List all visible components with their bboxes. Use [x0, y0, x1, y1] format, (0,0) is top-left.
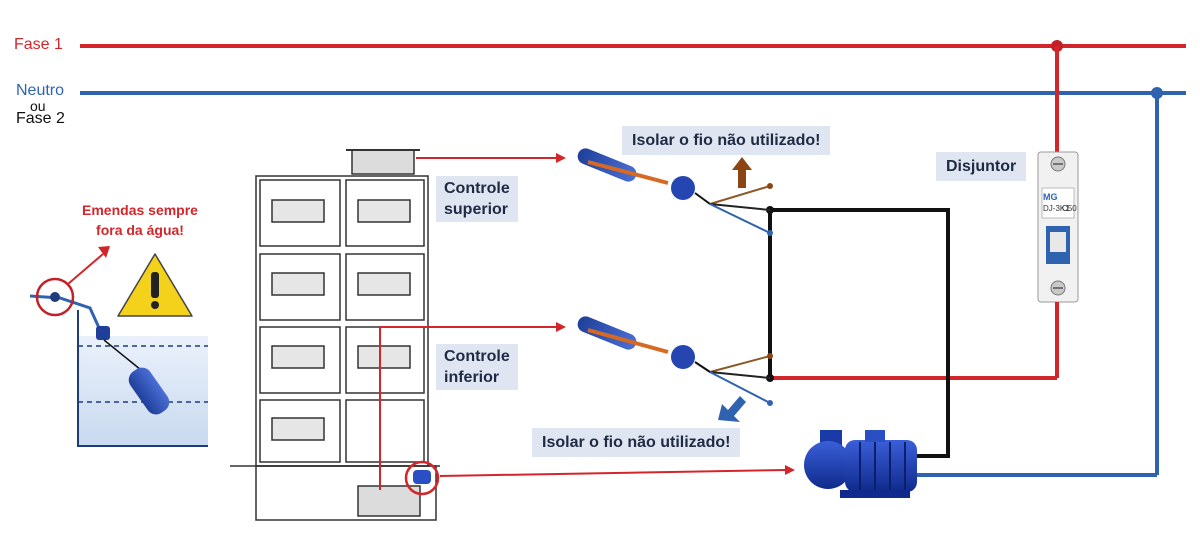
water-pump: [804, 430, 917, 498]
splice-callout-arrowhead: [98, 246, 110, 258]
breaker-rating: C50: [1062, 204, 1077, 213]
fase1-label: Fase 1: [14, 36, 63, 53]
warning-line2: fora da água!: [96, 222, 184, 238]
controle-inferior-label: Controle inferior: [436, 344, 518, 390]
controle-inferior-line1: Controle: [444, 348, 510, 365]
controle-inferior-line2: inferior: [444, 369, 500, 386]
lower-float-switch: [577, 316, 773, 406]
pump-highlight-circle: [404, 460, 440, 496]
brown-arrow-icon: [732, 157, 752, 188]
splice-callout-line: [67, 253, 104, 285]
breaker-brand: MG: [1043, 192, 1058, 202]
controle-superior-line1: Controle: [444, 180, 510, 197]
upper-float-switch: [577, 148, 773, 236]
isolar-bottom-label: Isolar o fio não utilizado!: [532, 428, 741, 457]
breaker-model: DJ-3K1: [1043, 204, 1070, 213]
mini-pump-icon: [413, 470, 431, 484]
building: [230, 175, 440, 521]
fase2-label: Fase 2: [16, 110, 65, 127]
disjuntor-label: Disjuntor: [936, 152, 1027, 181]
isolar-top-label: Isolar o fio não utilizado!: [622, 126, 831, 155]
warning-icon: [117, 253, 193, 317]
control-wire-loop: [770, 208, 950, 458]
roof-arrowhead: [556, 153, 566, 163]
splice-warning-text: Emendas sempre fora da água!: [70, 200, 210, 240]
controle-superior-line2: superior: [444, 201, 509, 218]
splice-highlight-circle: [35, 277, 75, 317]
ou-label: ou: [30, 98, 46, 114]
controle-superior-label: Controle superior: [436, 176, 518, 222]
warning-line1: Emendas sempre: [82, 202, 198, 218]
disjuntor-breaker: [1037, 151, 1079, 303]
water-tank-inset: [29, 294, 208, 447]
roof-tank: [346, 149, 420, 175]
pump-arrowhead: [785, 465, 795, 475]
lower-float-wire: [379, 326, 556, 490]
lower-arrowhead: [556, 322, 566, 332]
splice-point: [50, 292, 60, 302]
pump-to-motor-wire: [439, 469, 786, 477]
neutro-label: Neutro: [16, 82, 65, 99]
blue-arrow-icon: [718, 396, 746, 422]
